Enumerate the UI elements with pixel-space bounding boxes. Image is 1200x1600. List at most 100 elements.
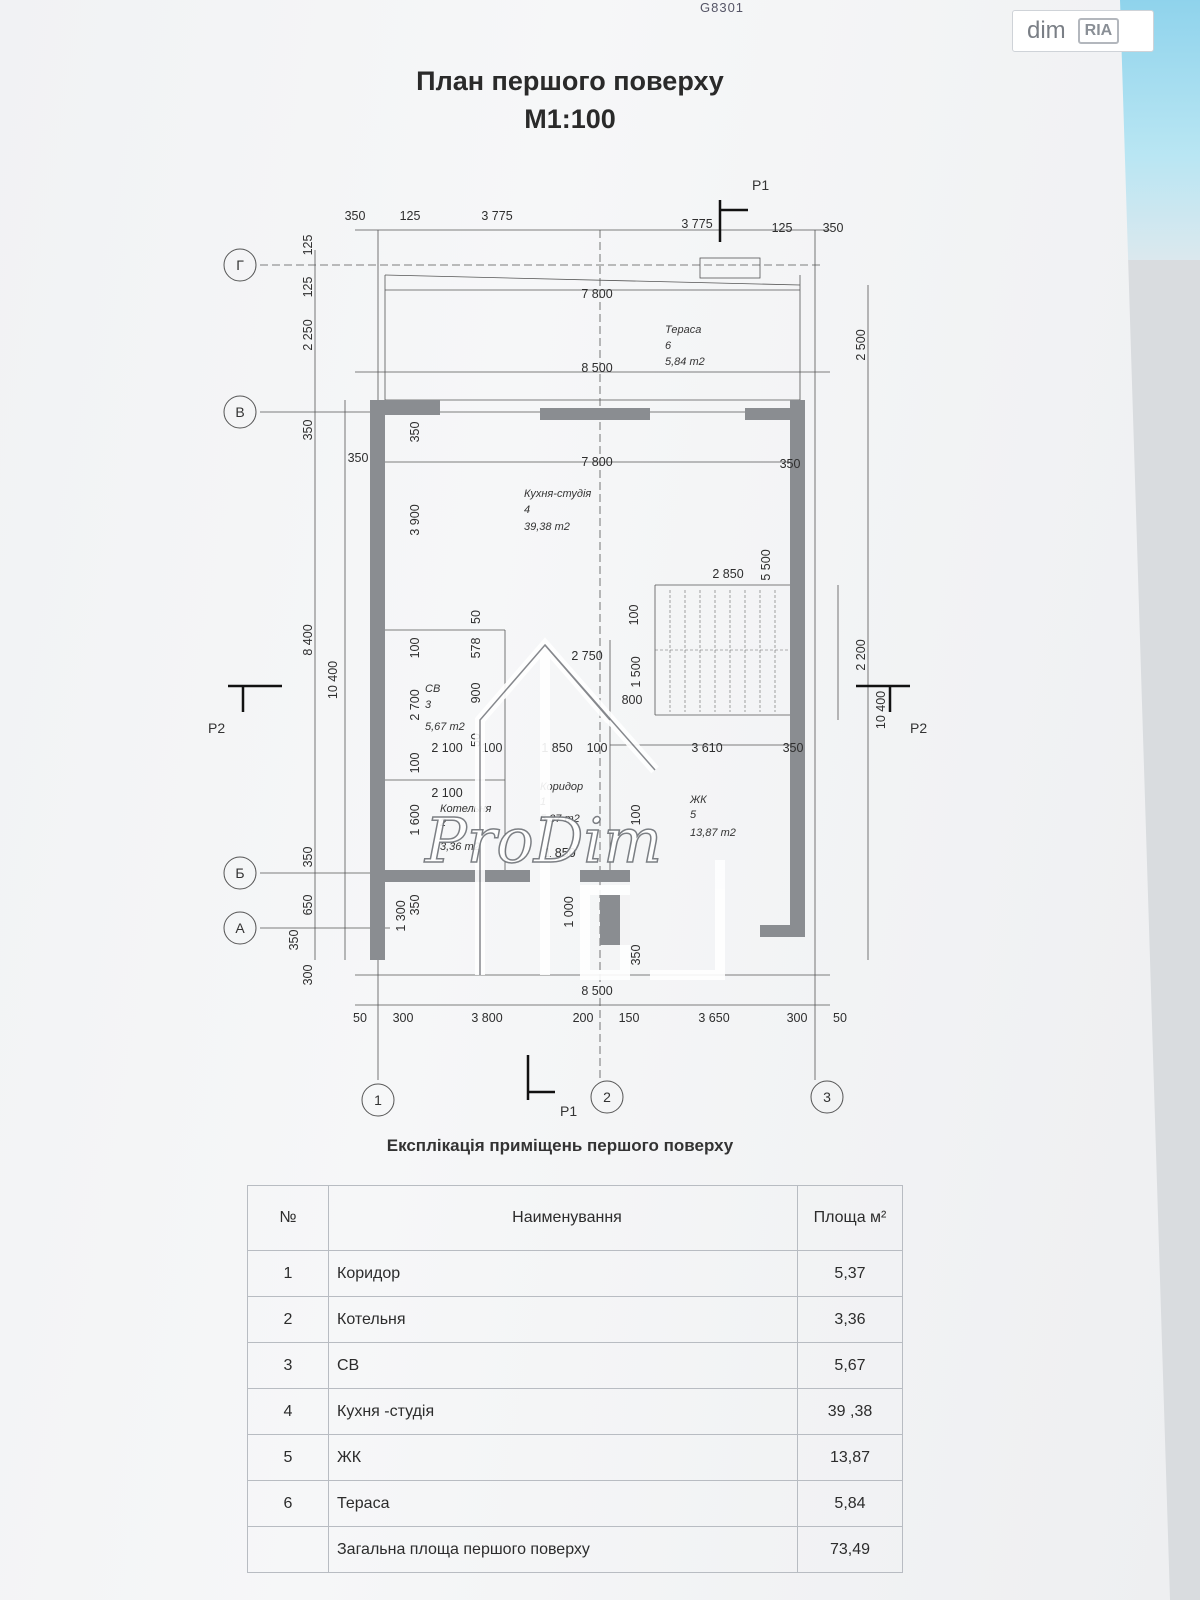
- room-living-num: 5: [690, 809, 697, 821]
- dim-inner-1600: 1 600: [408, 804, 422, 835]
- dim-8500-terrace: 8 500: [581, 361, 612, 375]
- dim-inner-350-mid: 350: [783, 741, 804, 755]
- plan-title: План першого поверху: [416, 66, 724, 96]
- row-name: Тераса: [328, 1480, 798, 1527]
- dim-inner-100-a: 100: [627, 605, 641, 626]
- table-header-row: № Наименування Площа м²: [247, 1185, 903, 1251]
- room-corridor-name: Коридор: [540, 781, 583, 793]
- dim-inner-100-c: 100: [408, 753, 422, 774]
- table-row: 6 Тераса 5,84: [247, 1480, 903, 1527]
- axis-letter-g: Г: [236, 257, 244, 273]
- dim-bottom-50-right: 50: [833, 1011, 847, 1025]
- dim-bottom-300-left: 300: [393, 1011, 414, 1025]
- document-stamp: G8301: [700, 0, 745, 15]
- dim-inner-1300: 1 300: [394, 900, 408, 931]
- dim-inner-350-door: 350: [629, 945, 643, 966]
- dim-inner-2750: 2 750: [571, 649, 602, 663]
- room-bath-area: 5,67 m2: [425, 721, 465, 733]
- dim-top-350-left: 350: [345, 209, 366, 223]
- dim-inner-3610: 3 610: [691, 741, 722, 755]
- dim-inner-50-a: 50: [469, 610, 483, 624]
- room-kitchen-name: Кухня-студія: [524, 488, 591, 500]
- dim-left-650: 650: [301, 895, 315, 916]
- room-kitchen-area: 39,38 m2: [524, 521, 570, 533]
- table-row: 4 Кухня -студія 39 ,38: [247, 1388, 903, 1435]
- row-name: ЖК: [328, 1434, 798, 1481]
- dim-left-350-c: 350: [287, 930, 301, 951]
- dim-inner-350-right: 350: [780, 457, 801, 471]
- row-area: 39 ,38: [797, 1388, 903, 1435]
- dim-inner-100-d: 100: [482, 741, 503, 755]
- axis-number-2: 2: [603, 1089, 611, 1105]
- section-mark-p1-top: Р1: [752, 177, 769, 193]
- dim-top-3775-right: 3 775: [681, 217, 712, 231]
- room-living-name: ЖК: [689, 794, 707, 806]
- total-label: Загальна площа першого поверху: [328, 1526, 798, 1573]
- dim-bottom-200: 200: [573, 1011, 594, 1025]
- table-row: 2 Котельня 3,36: [247, 1296, 903, 1343]
- axis-number-3: 3: [823, 1089, 831, 1105]
- dim-inner-2100-a: 2 100: [431, 741, 462, 755]
- row-num: 3: [247, 1342, 329, 1389]
- dim-inner-1500: 1 500: [629, 656, 643, 687]
- room-terrace-num: 6: [665, 340, 672, 352]
- dim-left-2250: 2 250: [301, 319, 315, 350]
- dim-inner-100-f: 100: [629, 805, 643, 826]
- header-num: №: [247, 1185, 329, 1251]
- dim-inner-2700: 2 700: [408, 689, 422, 720]
- row-name: СВ: [328, 1342, 798, 1389]
- dim-7800-kitchen: 7 800: [581, 455, 612, 469]
- axis-letter-v: В: [235, 404, 244, 420]
- row-area: 5,84: [797, 1480, 903, 1527]
- axis-letter-b: Б: [235, 865, 244, 881]
- room-bath-name: СВ: [425, 683, 440, 695]
- room-terrace-area: 5,84 m2: [665, 356, 705, 368]
- dim-inner-800: 800: [622, 693, 643, 707]
- dim-left-10400: 10 400: [326, 661, 340, 699]
- dim-top-350-right: 350: [823, 221, 844, 235]
- dim-8500-bottom: 8 500: [581, 984, 612, 998]
- dim-left-350-a: 350: [301, 420, 315, 441]
- explication-table: № Наименування Площа м² 1 Коридор 5,37 2…: [247, 1185, 903, 1573]
- logo-badge: RIA: [1077, 18, 1120, 44]
- table-row: 3 СВ 5,67: [247, 1342, 903, 1389]
- row-name: Котельня: [328, 1296, 798, 1343]
- dim-top-3775-left: 3 775: [481, 209, 512, 223]
- dim-ria-logo: dim RIA: [1012, 10, 1154, 52]
- row-name: Коридор: [328, 1250, 798, 1297]
- logo-text: dim: [1027, 17, 1066, 44]
- row-num: 1: [247, 1250, 329, 1297]
- dim-bottom-3800: 3 800: [471, 1011, 502, 1025]
- dim-bottom-150: 150: [619, 1011, 640, 1025]
- section-mark-p1-bottom: Р1: [560, 1103, 577, 1119]
- section-mark-p2-right: Р2: [910, 720, 927, 736]
- dim-right-10400: 10 400: [874, 691, 888, 729]
- section-mark-p2-left: Р2: [208, 720, 225, 736]
- dim-inner-578: 578: [469, 638, 483, 659]
- total-area: 73,49: [797, 1526, 903, 1573]
- dim-left-350-b: 350: [301, 847, 315, 868]
- dim-inner-2100-b: 2 100: [431, 786, 462, 800]
- row-area: 5,37: [797, 1250, 903, 1297]
- room-boiler-num: 2: [439, 817, 446, 829]
- watermark-text: ProDim: [424, 804, 662, 877]
- row-num: 5: [247, 1434, 329, 1481]
- row-area: 3,36: [797, 1296, 903, 1343]
- room-boiler-area: 3,36 m2: [440, 841, 480, 853]
- dim-inner-3900: 3 900: [408, 504, 422, 535]
- dim-inner-900: 900: [469, 683, 483, 704]
- floor-plan-drawing: Г В Б А 1 2 3 Р1 Р1 Р2 Р2 350 125 3 775 …: [208, 177, 927, 1119]
- room-kitchen-num: 4: [524, 504, 530, 516]
- row-area: 5,67: [797, 1342, 903, 1389]
- dim-left-125-a: 125: [301, 235, 315, 256]
- dim-right-2200: 2 200: [854, 639, 868, 670]
- dim-inner-350-top: 350: [408, 422, 422, 443]
- dim-inner-5500: 5 500: [759, 549, 773, 580]
- header-area: Площа м²: [797, 1185, 903, 1251]
- room-bath-num: 3: [425, 699, 432, 711]
- table-total-row: Загальна площа першого поверху 73,49: [247, 1526, 903, 1573]
- row-name: Кухня -студія: [328, 1388, 798, 1435]
- dim-top-125-right: 125: [772, 221, 793, 235]
- dim-7800-terrace: 7 800: [581, 287, 612, 301]
- dim-inner-1850-b: 1 850: [544, 846, 575, 860]
